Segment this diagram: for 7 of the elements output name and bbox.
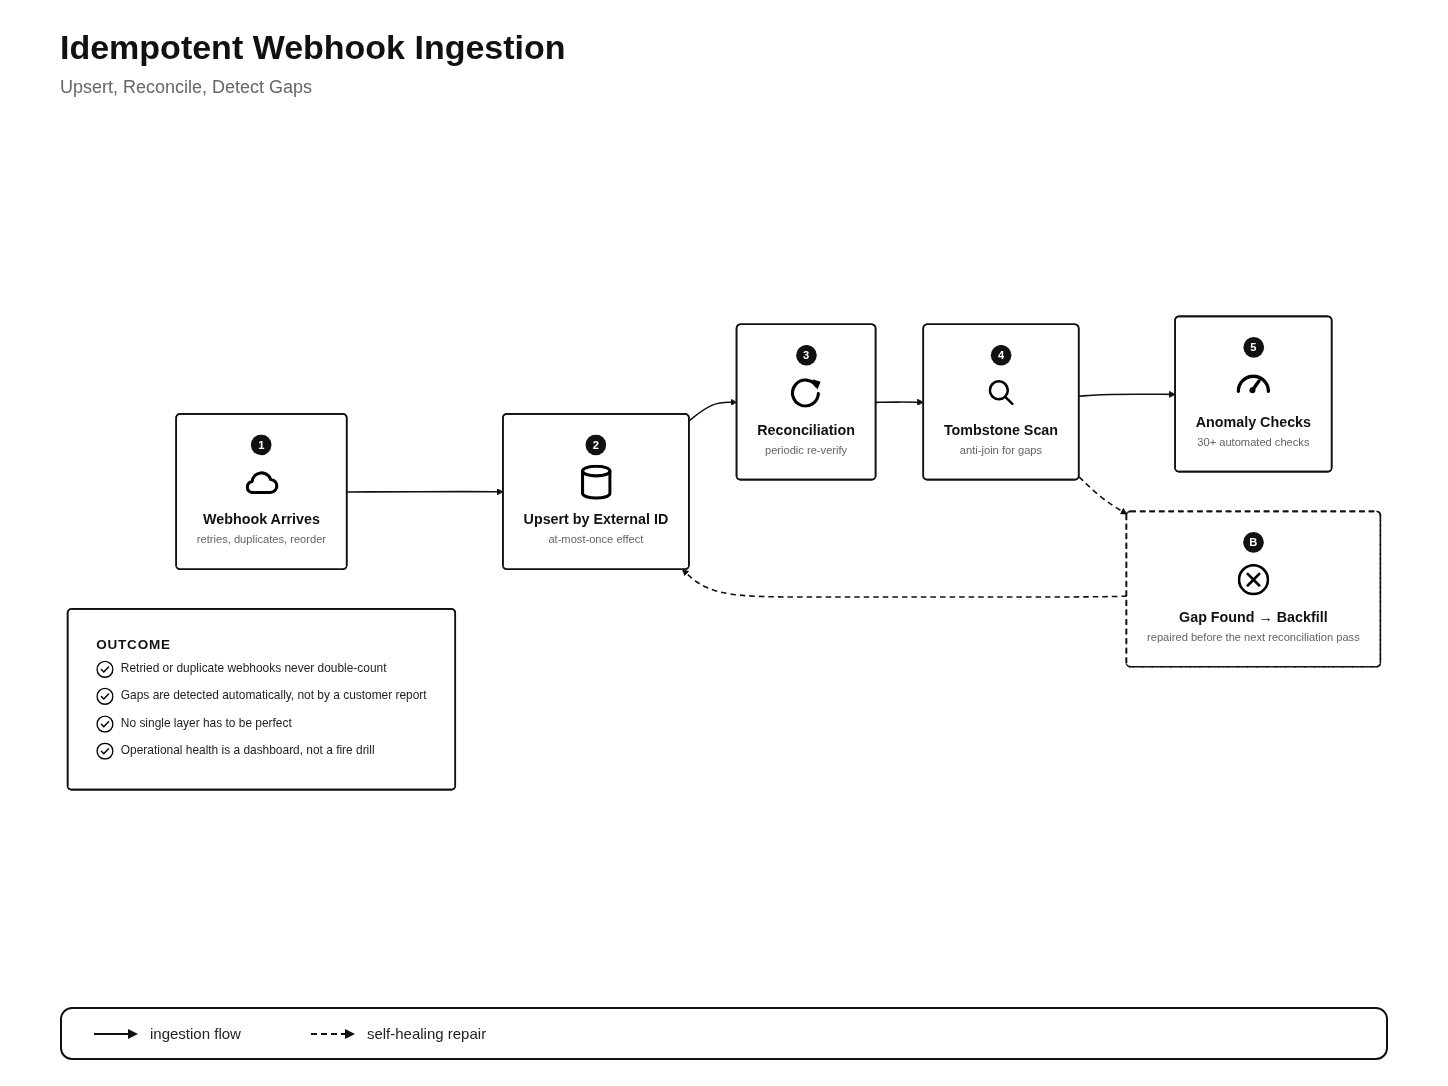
arrow: [1078, 390, 1176, 398]
arrow: [1078, 475, 1128, 515]
diagram-title: Idempotent Webhook Ingestion: [60, 28, 566, 67]
arrow: [875, 398, 924, 406]
subtitle: Upsert, Reconcile, Detect Gaps: [60, 77, 313, 98]
legend-label: self-healing repair: [366, 1025, 487, 1042]
legend-label: ingestion flow: [150, 1025, 241, 1042]
